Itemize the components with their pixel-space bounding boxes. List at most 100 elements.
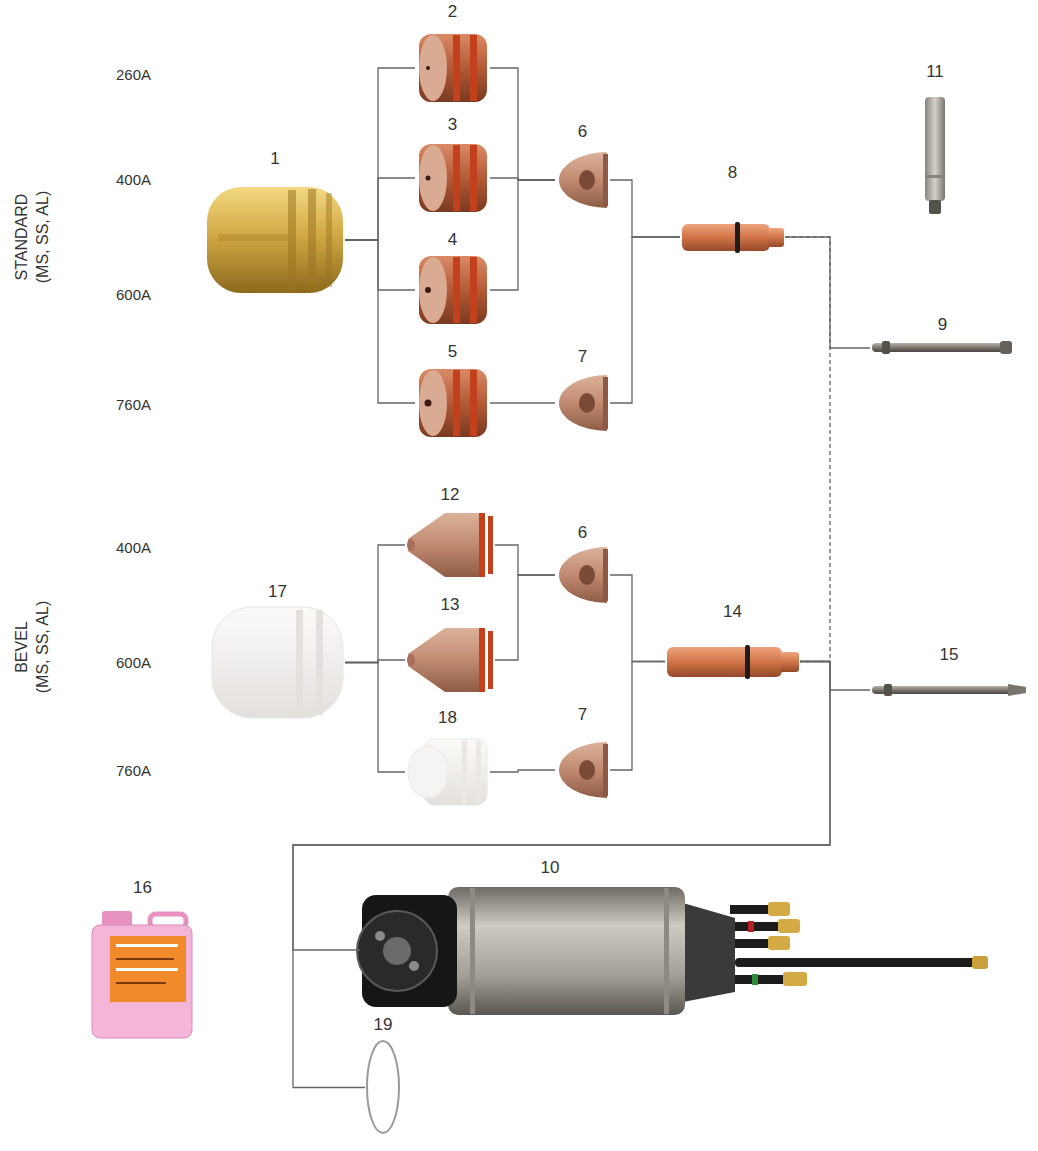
connector-line xyxy=(610,237,680,403)
connector-line xyxy=(345,545,405,663)
connector-line xyxy=(785,237,870,348)
callout-number: 14 xyxy=(723,603,742,621)
canister-label xyxy=(110,936,186,1002)
connector-line xyxy=(610,180,680,237)
hose-fitting xyxy=(778,919,800,933)
part-node: 1 xyxy=(205,185,345,295)
electrode-o-ring xyxy=(735,222,740,253)
tube-body xyxy=(872,343,1012,352)
part-node: 9 xyxy=(870,340,1015,356)
amperage-label: 600A xyxy=(116,286,151,304)
hose-band xyxy=(752,974,758,985)
nozzle xyxy=(419,256,487,324)
callout-number: 5 xyxy=(448,343,457,361)
connector-line xyxy=(345,240,415,403)
swirl-ring xyxy=(559,742,608,798)
part-node: 3 xyxy=(415,142,490,214)
connector-line xyxy=(610,662,665,771)
nozzle xyxy=(419,144,487,212)
callout-number: 6 xyxy=(578,123,587,141)
torch-hose xyxy=(730,922,780,931)
amperage-label: 400A xyxy=(116,171,151,189)
part-node: 17 xyxy=(210,605,345,720)
connector-line xyxy=(345,178,415,240)
callout-number: 9 xyxy=(938,316,947,334)
connector-line xyxy=(490,402,555,403)
part-node: 5 xyxy=(415,367,490,439)
tube-end xyxy=(1008,684,1026,696)
cap-groove xyxy=(316,610,323,715)
callout-number: 7 xyxy=(578,706,587,724)
part-node: 6 xyxy=(555,545,610,605)
connector-group xyxy=(293,68,870,1088)
part-node: 12 xyxy=(405,511,495,579)
swirl-ring xyxy=(559,152,608,208)
part-node: 15 xyxy=(870,682,1028,698)
callout-number: 16 xyxy=(133,879,152,897)
sleeve-line xyxy=(664,888,669,1014)
nozzle xyxy=(419,369,487,437)
tube-body xyxy=(872,686,1012,694)
part-node: 16 xyxy=(90,910,195,1040)
tool-line xyxy=(925,175,945,178)
torch-port xyxy=(375,931,385,941)
bevel-nozzle xyxy=(407,513,493,577)
bevel-nozzle-pale xyxy=(408,739,487,805)
electrode-tip xyxy=(768,228,784,247)
material-group-label: (MS, SS, AL) xyxy=(34,191,52,283)
nozzle-orifice xyxy=(426,176,431,181)
torch-hose xyxy=(730,975,785,984)
callout-number: 13 xyxy=(441,596,460,614)
nozzle-orifice xyxy=(426,66,430,70)
label-line xyxy=(116,982,166,984)
material-group-label: STANDARD xyxy=(13,194,31,281)
sleeve-line xyxy=(470,888,475,1014)
part-node: 10 xyxy=(360,885,990,1015)
part-node: 7 xyxy=(555,373,610,433)
part-node: 11 xyxy=(920,95,950,215)
connector-line xyxy=(293,662,830,951)
connector-line xyxy=(800,662,870,691)
label-line xyxy=(116,968,178,971)
cap-groove xyxy=(326,193,332,287)
torch-center xyxy=(383,937,411,965)
part-node: 4 xyxy=(415,254,490,326)
torch-rear xyxy=(683,903,735,1002)
callout-number: 17 xyxy=(268,583,287,601)
amperage-label: 760A xyxy=(116,762,151,780)
electrode-body xyxy=(682,224,770,251)
nozzle-orifice xyxy=(425,400,432,407)
tube-collar xyxy=(884,684,892,696)
amperage-label: 600A xyxy=(116,654,151,672)
callout-number: 4 xyxy=(448,231,457,249)
part-node: 6 xyxy=(555,150,610,210)
callout-number: 10 xyxy=(541,859,560,877)
hose-fitting xyxy=(768,936,790,950)
callout-number: 1 xyxy=(270,150,279,168)
torch-sleeve xyxy=(448,887,685,1015)
part-node: 2 xyxy=(415,32,490,104)
callout-number: 7 xyxy=(578,348,587,366)
connector-line xyxy=(490,68,555,180)
callout-number: 6 xyxy=(578,524,587,542)
cap-groove xyxy=(308,189,316,291)
water-tube xyxy=(872,684,1026,696)
tool-tip xyxy=(929,200,941,214)
callout-number: 18 xyxy=(438,709,457,727)
connector-line xyxy=(345,240,415,290)
part-node: 8 xyxy=(680,222,785,252)
connector-line xyxy=(490,770,555,772)
callout-number: 8 xyxy=(728,164,737,182)
canister-body xyxy=(92,925,192,1038)
label-line xyxy=(116,958,174,960)
torch-port xyxy=(409,961,419,971)
connector-line xyxy=(345,68,415,240)
nozzle-ring xyxy=(462,740,467,804)
material-group-label: (MS, SS, AL) xyxy=(34,601,52,693)
connector-line xyxy=(495,545,555,575)
torch-body xyxy=(357,887,988,1015)
cable-fitting xyxy=(972,956,988,969)
connector-line xyxy=(610,575,665,662)
dashed-connector xyxy=(785,237,830,662)
